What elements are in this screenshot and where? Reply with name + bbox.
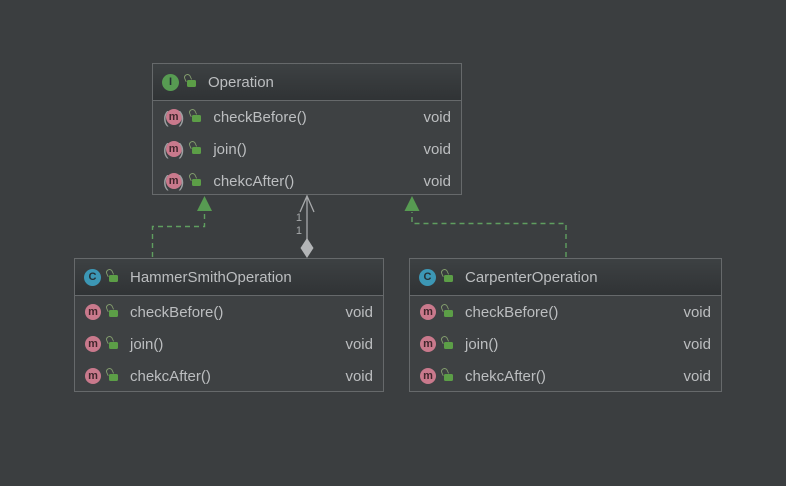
method-name: join() [465, 335, 499, 353]
method-row[interactable]: m join() void [410, 328, 721, 360]
method-row[interactable]: m checkBefore() void [410, 296, 721, 328]
method-return-type: void [345, 335, 373, 353]
method-return-type: void [423, 140, 451, 158]
abstract-method-paren: ) [178, 171, 185, 191]
method-icon: m [420, 304, 436, 320]
open-arrowhead-icon [299, 194, 315, 213]
multiplicity-label-top: 1 [295, 212, 302, 224]
abstract-method-paren: ) [178, 107, 185, 127]
interface-icon: I [162, 73, 179, 91]
public-lock-icon [109, 342, 118, 349]
uml-node-hammersmithoperation[interactable]: C HammerSmithOperation m checkBefore() v… [74, 258, 384, 392]
public-lock-icon [109, 374, 118, 381]
uml-node-operation-header[interactable]: I Operation [153, 64, 461, 101]
public-lock-icon [187, 80, 196, 87]
public-lock-icon [109, 310, 118, 317]
abstract-method-paren: ) [178, 139, 185, 159]
abstract-method-icon: m [165, 173, 182, 189]
method-row[interactable]: ( m ) checkBefore() void [153, 101, 461, 133]
method-name: checkBefore() [213, 108, 307, 126]
realization-edge-left[interactable] [151, 196, 213, 257]
method-name: checkBefore() [130, 303, 224, 321]
realization-edge-right[interactable] [404, 196, 567, 257]
public-lock-icon [444, 275, 453, 282]
multiplicity-label-bottom: 1 [295, 225, 302, 237]
method-row[interactable]: m chekcAfter() void [75, 360, 383, 392]
method-row[interactable]: m join() void [75, 328, 383, 360]
method-icon: m [85, 336, 101, 352]
public-lock-icon [444, 310, 453, 317]
uml-node-carpenteroperation[interactable]: C CarpenterOperation m checkBefore() voi… [409, 258, 722, 392]
class-icon: C [419, 268, 436, 286]
method-name: checkBefore() [465, 303, 559, 321]
method-icon: m [85, 368, 101, 384]
method-name: chekcAfter() [465, 367, 546, 385]
method-row[interactable]: ( m ) chekcAfter() void [153, 165, 461, 197]
class-title: HammerSmithOperation [130, 268, 292, 286]
method-return-type: void [345, 303, 373, 321]
public-lock-icon [109, 275, 118, 282]
method-icon: m [420, 336, 436, 352]
method-name: chekcAfter() [130, 367, 211, 385]
public-lock-icon [192, 115, 202, 122]
method-return-type: void [683, 303, 711, 321]
class-icon: C [84, 268, 101, 286]
abstract-method-icon: m [165, 141, 182, 157]
aggregation-diamond-icon [300, 238, 314, 258]
method-row[interactable]: ( m ) join() void [153, 133, 461, 165]
method-return-type: void [423, 108, 451, 126]
method-icon: m [420, 368, 436, 384]
method-return-type: void [345, 367, 373, 385]
class-title: Operation [208, 73, 274, 91]
method-name: join() [130, 335, 164, 353]
method-return-type: void [423, 172, 451, 190]
method-name: join() [213, 140, 247, 158]
method-row[interactable]: m chekcAfter() void [410, 360, 721, 392]
realization-arrowhead-icon [404, 196, 420, 211]
uml-node-hammersmithoperation-header[interactable]: C HammerSmithOperation [75, 259, 383, 296]
public-lock-icon [192, 147, 202, 154]
method-name: chekcAfter() [213, 172, 295, 190]
realization-arrowhead-icon [197, 196, 212, 211]
method-icon: m [85, 304, 101, 320]
abstract-method-icon: m [165, 109, 182, 125]
method-return-type: void [683, 335, 711, 353]
public-lock-icon [192, 179, 202, 186]
public-lock-icon [444, 342, 453, 349]
aggregation-edge[interactable] [299, 194, 315, 258]
uml-node-carpenteroperation-header[interactable]: C CarpenterOperation [410, 259, 721, 296]
public-lock-icon [444, 374, 453, 381]
method-return-type: void [683, 367, 711, 385]
uml-node-operation[interactable]: I Operation ( m ) checkBefore() void ( m… [152, 63, 462, 195]
class-title: CarpenterOperation [465, 268, 598, 286]
method-row[interactable]: m checkBefore() void [75, 296, 383, 328]
